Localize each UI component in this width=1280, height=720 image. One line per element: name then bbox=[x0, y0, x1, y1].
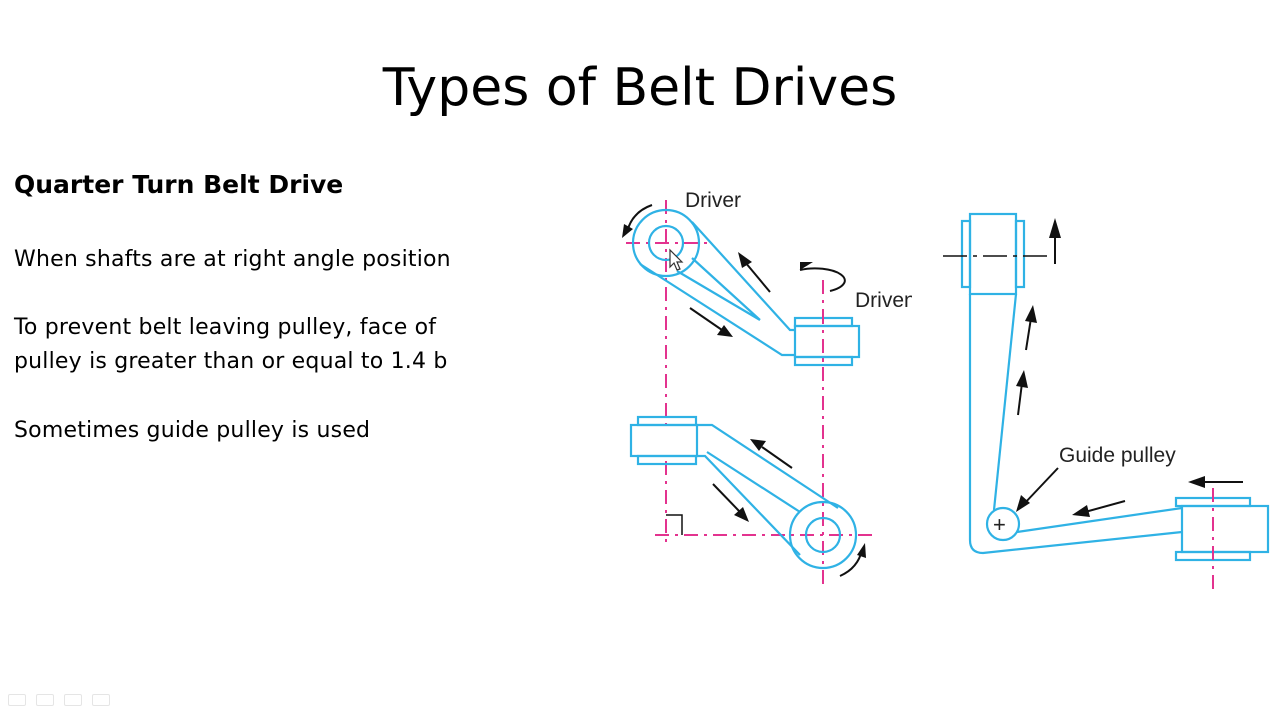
driven-rotation-arrowhead bbox=[800, 262, 813, 270]
slide-previous-icon[interactable] bbox=[8, 694, 26, 706]
lower-arrowhead-down bbox=[734, 507, 749, 522]
driver-rotation-arrowhead bbox=[622, 224, 633, 238]
upper-arrowhead bbox=[1049, 218, 1061, 238]
driven-rotation-arrow bbox=[799, 267, 846, 292]
quarter-turn-bottom-view bbox=[629, 415, 866, 577]
belt-left-arrowhead bbox=[1072, 505, 1090, 517]
lower-belt bbox=[697, 423, 839, 556]
driver-label: Driver bbox=[685, 189, 741, 212]
right-angle-marker bbox=[666, 514, 683, 535]
belt-up-arrowhead-2 bbox=[1016, 370, 1028, 388]
bullet-right-angle: When shafts are at right angle position bbox=[14, 247, 451, 272]
driven-pulley-flange-bottom bbox=[793, 355, 854, 367]
guide-pulley-drive: + Guide pulley bbox=[943, 212, 1270, 590]
mouse-cursor-icon bbox=[669, 248, 684, 271]
lower-driven-pulley-shaft bbox=[804, 516, 842, 554]
belt-inner-lower-run bbox=[1016, 506, 1183, 534]
belt-inner bbox=[676, 257, 761, 321]
belt-direction-arrow-down bbox=[689, 307, 723, 331]
lower-pulley-flange-bottom bbox=[636, 454, 698, 466]
guide-pulley-label: Guide pulley bbox=[1059, 444, 1176, 467]
guide-pulley-center-icon: + bbox=[993, 512, 1006, 537]
belt-left-arrow bbox=[1084, 500, 1126, 513]
lower-pulley-arrowhead bbox=[1188, 476, 1205, 488]
belt-direction-arrow-up bbox=[744, 261, 771, 293]
slide-navigation[interactable] bbox=[8, 694, 110, 706]
lower-pulley-flange-top bbox=[636, 415, 698, 427]
quarter-turn-top-view: Driver Driven bbox=[622, 189, 916, 590]
lower-rotation-arrowhead bbox=[857, 543, 866, 558]
belt-inner-up-run bbox=[992, 293, 1018, 511]
bullet-pulley-face: To prevent belt leaving pulley, face of … bbox=[14, 315, 448, 374]
driver-pulley-outer bbox=[631, 208, 701, 278]
lower-arrow-down bbox=[712, 483, 741, 513]
lower-pulley-face bbox=[1180, 504, 1270, 554]
section-heading: Quarter Turn Belt Drive bbox=[14, 170, 344, 199]
belt-up-arrow-1 bbox=[1025, 317, 1032, 351]
upper-pulley-flange-right bbox=[1014, 219, 1026, 289]
lower-pulley-face bbox=[629, 423, 699, 458]
belt-up-arrowhead-1 bbox=[1025, 305, 1037, 323]
upper-pulley-flange-left bbox=[960, 219, 972, 289]
lower-arrowhead-up bbox=[750, 439, 766, 451]
slide-menu-icon[interactable] bbox=[64, 694, 82, 706]
guide-pointer-arrow bbox=[1022, 467, 1059, 506]
bullet-guide-pulley: Sometimes guide pulley is used bbox=[14, 418, 371, 443]
lower-driven-pulley-outer bbox=[788, 500, 858, 570]
guide-pulley-circle bbox=[985, 506, 1021, 542]
lower-arrow-up bbox=[761, 446, 793, 469]
driver-pulley-shaft bbox=[647, 224, 685, 262]
slide-edit-icon[interactable] bbox=[36, 694, 54, 706]
guide-pointer-arrowhead bbox=[1016, 495, 1030, 512]
slide-title: Types of Belt Drives bbox=[382, 58, 898, 118]
belt-direction-arrowhead-down bbox=[717, 325, 733, 337]
upper-pulley-face bbox=[968, 212, 1018, 296]
belt-outer-run bbox=[968, 294, 1183, 555]
driven-pulley-face bbox=[793, 324, 861, 359]
driven-label: Driven bbox=[855, 289, 916, 312]
slide-next-icon[interactable] bbox=[92, 694, 110, 706]
belt-up-arrow-2 bbox=[1017, 382, 1023, 416]
belt-direction-arrowhead-up bbox=[738, 252, 752, 268]
